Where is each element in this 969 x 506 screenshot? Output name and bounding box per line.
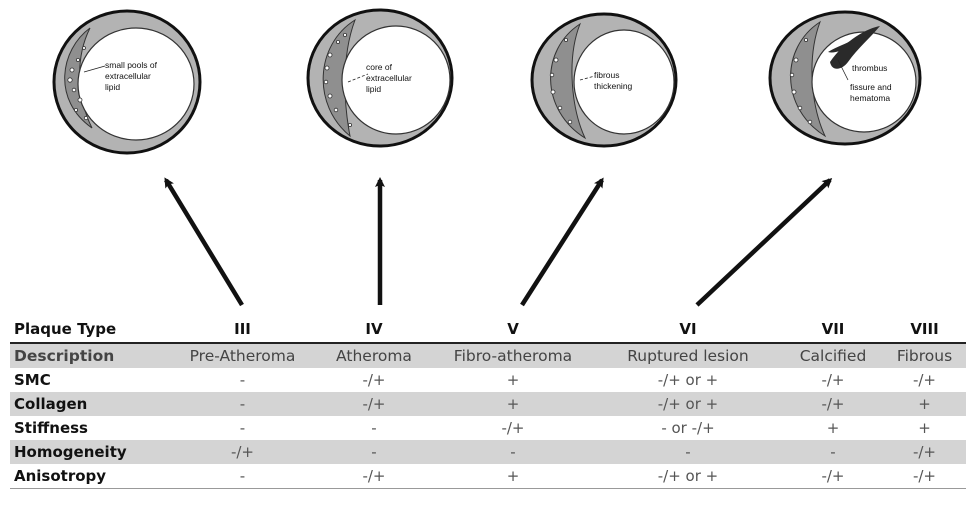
table-cell: -/+ (362, 467, 386, 485)
table-row-anisotropy: Anisotropy - -/+ + -/+ or + -/+ -/+ (10, 464, 966, 489)
vessel-iv-label-3: lipid (366, 84, 381, 94)
row-label: Homogeneity (14, 443, 127, 461)
table-cell: Atheroma (336, 347, 412, 365)
vessel-cross-section-v: fibrous thickening (530, 12, 678, 148)
table-row-smc: SMC - -/+ + -/+ or + -/+ -/+ (10, 368, 966, 392)
table-cell: -/+ (821, 395, 845, 413)
row-label: Description (14, 347, 115, 365)
table-cell: -/+ (362, 395, 386, 413)
row-label: Collagen (14, 395, 88, 413)
table-cell: -/+ (912, 371, 937, 389)
table-cell: -/+ (230, 443, 255, 461)
table-cell: + (918, 395, 931, 413)
row-label: Stiffness (14, 419, 88, 437)
table-cell: - (830, 443, 836, 461)
table-cell: - (239, 419, 246, 437)
table-cell: - (510, 443, 516, 461)
header-type-iii: III (234, 320, 251, 338)
table-cell: Fibrous (896, 347, 953, 365)
table-row-stiffness: Stiffness - - -/+ - or -/+ + + (10, 416, 966, 440)
vessel-cross-section-vi: thrombus fissure and hematoma (768, 10, 922, 146)
vessel-iv-label-2: extracellular (366, 73, 412, 83)
table-cell: - (239, 395, 246, 413)
table-cell: + (506, 395, 520, 413)
table-cell: Pre-Atheroma (189, 347, 296, 365)
vessel-iii-label-2: extracellular (105, 71, 151, 81)
table-cell: - (371, 419, 377, 437)
vessel-v-label-2: thickening (594, 81, 633, 91)
table-cell: -/+ (501, 419, 525, 437)
header-plaque-type: Plaque Type (14, 320, 117, 338)
table-cell: -/+ or + (657, 395, 719, 413)
table-header-row: Plaque Type III IV V VI VII VIII (10, 316, 966, 343)
table-row-collagen: Collagen - -/+ + -/+ or + -/+ + (10, 392, 966, 416)
table-cell: Fibro-atheroma (453, 347, 573, 365)
vessel-vi-label-2: fissure and (850, 82, 892, 92)
table-cell: -/+ (821, 467, 845, 485)
vessel-iii-label-3: lipid (105, 82, 120, 92)
header-type-iv: IV (365, 320, 383, 338)
table-cell: + (826, 419, 840, 437)
table-cell: -/+ or + (657, 467, 719, 485)
table-cell: -/+ (912, 443, 937, 461)
vessel-vi-label-1: thrombus (852, 63, 887, 73)
table-cell: - (685, 443, 691, 461)
arrow-iii (164, 177, 244, 307)
table-row-description: Description Pre-Atheroma Atheroma Fibro-… (10, 343, 966, 368)
table-cell: - (239, 371, 246, 389)
table-cell: - or -/+ (661, 419, 715, 437)
header-type-vii: VII (821, 320, 845, 338)
vessel-cross-section-iii: small pools of extracellular lipid (52, 9, 202, 155)
table-cell: -/+ (821, 371, 845, 389)
arrow-v (520, 177, 604, 307)
vessel-cross-section-iv: core of extracellular lipid (306, 8, 454, 148)
table-cell: - (239, 467, 246, 485)
row-label: SMC (14, 371, 51, 389)
table-cell: -/+ or + (657, 371, 719, 389)
table-cell: + (506, 467, 520, 485)
table-row-homogeneity: Homogeneity -/+ - - - - -/+ (10, 440, 966, 464)
table-cell: -/+ (362, 371, 386, 389)
table-cell: + (918, 419, 931, 437)
header-type-viii: VIII (910, 320, 939, 338)
vessel-iv-label-1: core of (366, 62, 393, 72)
header-type-vi: VI (679, 320, 697, 338)
vessel-iii-label-1: small pools of (105, 60, 158, 70)
vessel-vi-label-3: hematoma (850, 93, 890, 103)
table-cell: - (371, 443, 377, 461)
table-cell: Calcified (799, 347, 867, 365)
table-cell: Ruptured lesion (627, 347, 749, 365)
header-type-v: V (507, 320, 519, 338)
plaque-properties-table: Plaque Type III IV V VI VII VIII Descrip… (10, 316, 966, 489)
table-cell: -/+ (912, 467, 937, 485)
arrow-vi (695, 177, 833, 307)
row-label: Anisotropy (14, 467, 107, 485)
vessel-v-label-1: fibrous (594, 70, 620, 80)
table-cell: + (506, 371, 520, 389)
